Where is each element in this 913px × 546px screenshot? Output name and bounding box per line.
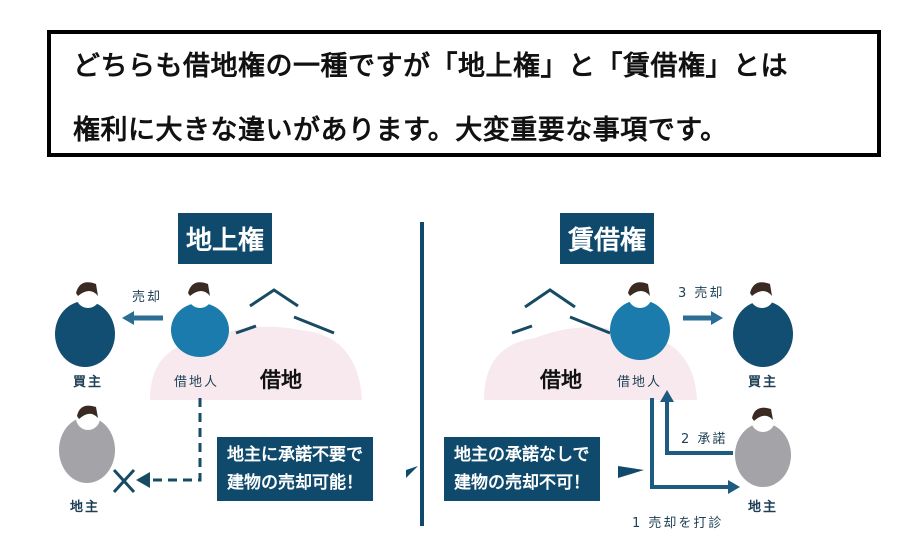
right-landlord-label: 地主 [748,500,779,515]
left-borrower-figure [171,282,229,357]
left-buyer-label: 買主 [73,375,104,390]
right-landlord-figure [735,407,791,487]
right-sale-arrow [683,311,723,325]
right-callout: 地主の承諾なしで 建物の売却不可！ [444,437,600,501]
right-land-label: 借地 [540,368,582,392]
right-borrower-label: 借地人 [617,375,663,390]
right-consult-arrow [650,398,740,494]
right-house-roof [511,288,611,335]
left-sale-arrow [122,311,163,325]
right-buyer-figure [733,282,793,367]
left-land-label: 借地 [260,368,302,392]
left-sale-label: 売却 [132,290,163,305]
right-borrower-figure [610,282,670,360]
left-callout: 地主に承諾不要で 建物の売却可能！ [217,437,373,501]
right-buyer-label: 買主 [748,375,779,390]
divider [420,222,424,526]
right-callout-line-2: 建物の売却不可！ [454,473,590,493]
header-line-2: 権利に大きな違いがあります。大変重要な事項です。 [73,115,728,146]
right-sale-label: 3 売却 [678,286,725,301]
left-landlord-figure [59,405,115,483]
left-house-roof [235,288,335,335]
left-callout-line-2: 建物の売却可能！ [227,473,363,493]
header-box: どちらも借地権の一種ですが「地上権」と「賃借権」とは 権利に大きな違いがあります… [47,30,881,157]
right-callout-line-1: 地主の承諾なしで [454,445,590,465]
left-title: 地上権 [178,213,272,264]
header-line-1: どちらも借地権の一種ですが「地上権」と「賃借権」とは [73,51,788,82]
left-buyer-figure [55,282,115,367]
left-callout-tail [406,466,418,478]
right-callout-tail [618,466,644,478]
right-consult-label: 1 売却を打診 [632,516,724,531]
left-dashed-arrowhead [136,472,150,488]
left-borrower-label: 借地人 [174,375,220,390]
x-mark-icon [112,468,136,494]
right-consent-label: 2 承諾 [681,432,728,447]
left-dashed-arrow [150,398,202,482]
left-landlord-label: 地主 [70,500,101,515]
right-consent-arrow [660,390,733,455]
right-title: 賃借権 [560,213,654,264]
left-callout-line-1: 地主に承諾不要で [227,445,363,465]
